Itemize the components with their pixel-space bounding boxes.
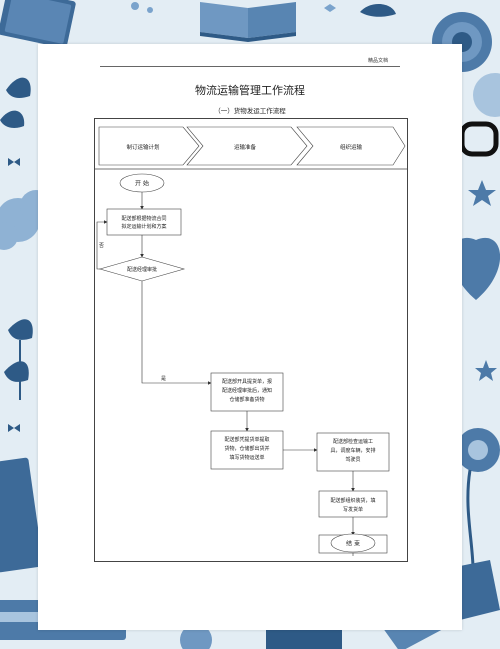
process-text: 填写货物运送单: [229, 454, 264, 461]
document-subtitle: （一）货物发运工作流程: [214, 107, 286, 115]
document-title: 物流运输管理工作流程: [195, 84, 305, 97]
process-box: [210, 430, 284, 470]
header-rule: [100, 66, 400, 67]
heart-icon: [451, 238, 500, 300]
process-box: [106, 208, 182, 236]
process-text: 配送部检查运输工: [333, 438, 373, 445]
header-tag: 精品文档: [368, 58, 389, 64]
flowchart-canvas: 制订运输计划 运输准备 组织运输 开 始 配送部根据物流合同 拟定运输计划和方案…: [95, 126, 407, 554]
process-text: 配送部根据物流合同: [121, 215, 166, 222]
start-label: 开 始: [135, 180, 149, 188]
process-text: 配送部凭提货单提取: [224, 436, 269, 443]
process-text: 配送部组织装货，填: [330, 497, 375, 504]
book-icon: [0, 0, 76, 49]
phase-label: 组织运输: [340, 143, 363, 151]
process-text: 货物，仓储部出货并: [224, 445, 269, 452]
star-icon: [468, 180, 497, 381]
process-text: 配送经理审批后，通知: [222, 387, 272, 394]
process-text: 配送部开具提货单，报: [222, 378, 272, 385]
process-box: [316, 432, 390, 472]
phase-chevron: [98, 126, 200, 166]
flowchart: 制订运输计划 运输准备 组织运输 开 始 配送部根据物流合同 拟定运输计划和方案…: [94, 118, 408, 562]
leaf-icon: [0, 77, 33, 400]
process-text: 配送部组织运输: [335, 541, 370, 548]
phase-chevron: [296, 126, 406, 166]
document-page: 精品文档 物流运输管理工作流程 （一）货物发运工作流程 制订运输计划 运输准备 …: [38, 44, 462, 630]
process-box: [210, 372, 284, 412]
process-text: 仓储部准备货物: [229, 396, 264, 403]
flower-icon: [456, 428, 500, 601]
yes-label: 是: [161, 376, 166, 382]
no-branch-arrow: [96, 220, 108, 270]
no-label: 否: [99, 243, 104, 249]
butterfly-icon: [8, 158, 20, 432]
process-box: [318, 490, 388, 518]
process-text: 具，调度车辆，安排: [330, 447, 375, 454]
phase-label: 制订运输计划: [126, 143, 159, 151]
open-book-icon: [200, 2, 296, 42]
yes-branch-arrow: [141, 281, 212, 385]
process-text: 写发货单: [343, 506, 363, 513]
process-text: 驾驶员: [345, 456, 360, 463]
phase-chevron: [186, 126, 308, 166]
phase-label: 运输准备: [234, 143, 257, 151]
process-text: 拟定运输计划和方案: [121, 223, 166, 230]
decision-text: 配送经理审批: [127, 266, 157, 273]
leaf-icon: [324, 3, 396, 17]
star-icon: [131, 2, 153, 13]
